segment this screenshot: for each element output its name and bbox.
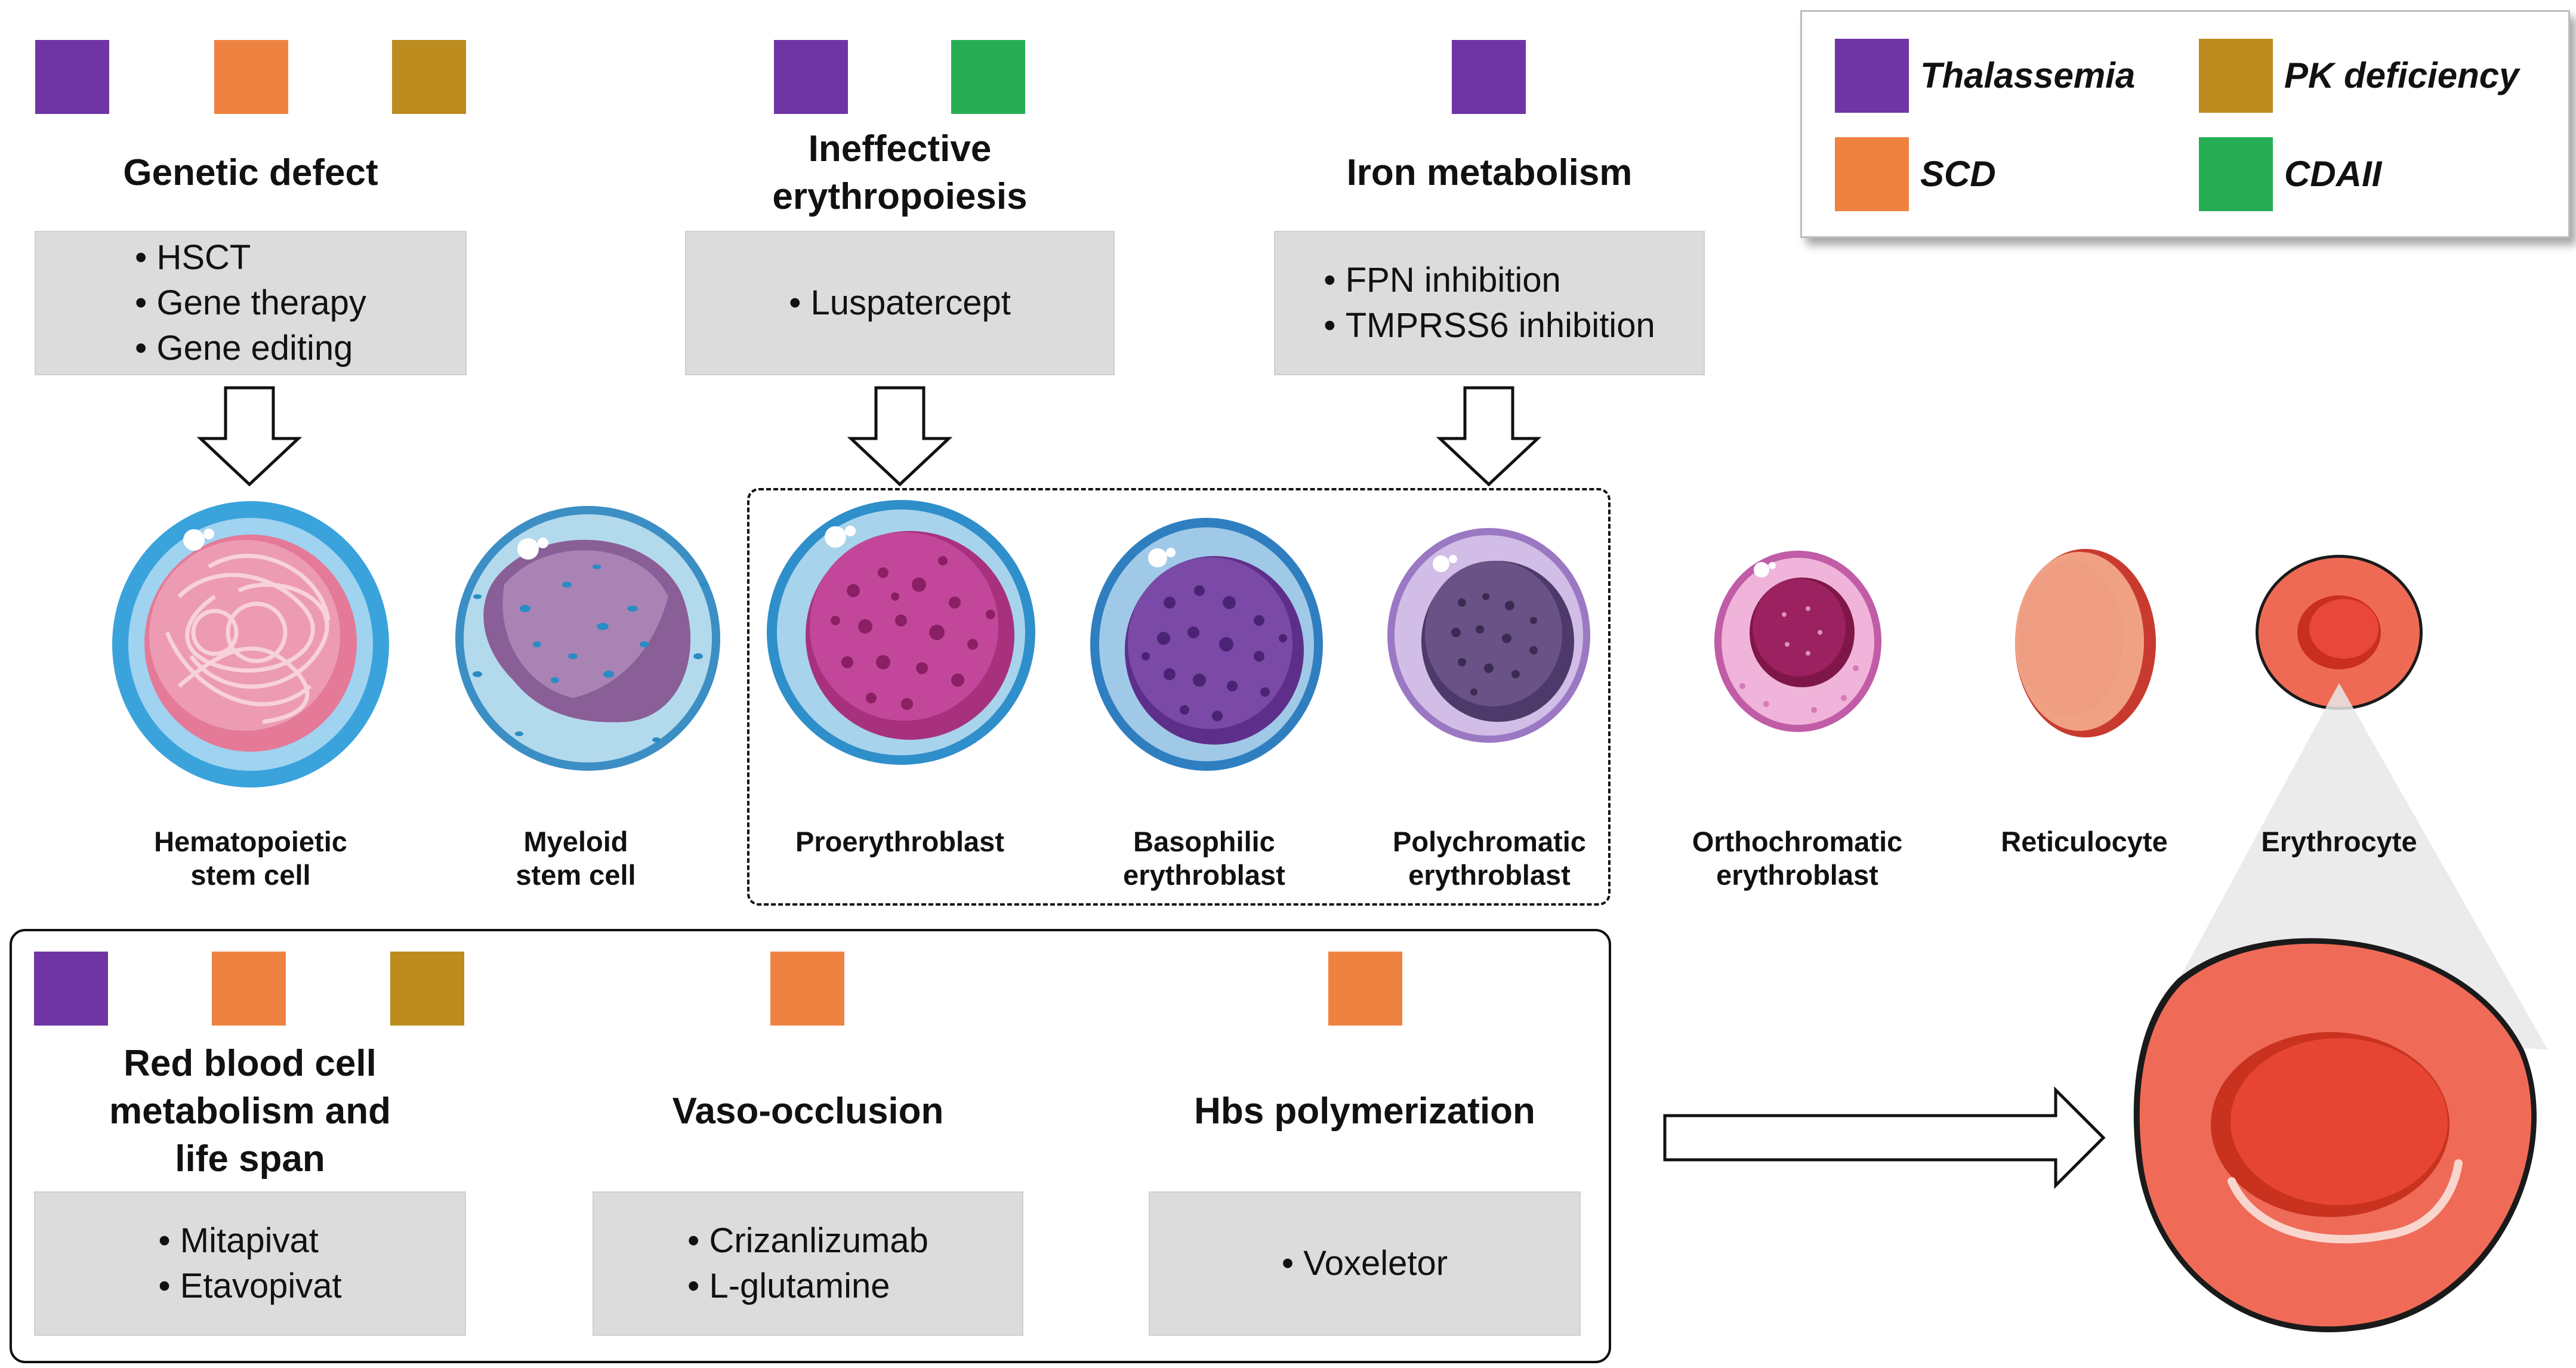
therapy-box-rbc-metabolism: Mitapivat Etavopivat [34,1191,466,1336]
label-line: erythroblast [1408,859,1571,891]
disease-swatch-scd [214,40,288,114]
legend-label-pk-deficiency: PK deficiency [2284,55,2519,95]
label-line: Proerythroblast [795,826,1004,857]
disease-swatch-scd [1328,952,1402,1026]
therapy-box-genetic-defect: HSCT Gene therapy Gene editing [35,231,467,375]
therapy-box-vaso-occlusion: Crizanlizumab L-glutamine [593,1191,1023,1336]
disease-swatch-pk-deficiency [390,952,464,1026]
down-arrow-iron-metabolism [1436,386,1542,487]
cell-label-orthochromatic-erythroblast: Orthochromatic erythroblast [1642,825,1952,892]
cell-label-erythrocyte: Erythrocyte [2184,825,2494,859]
disease-swatch-thalassemia [35,40,109,114]
title-line: metabolism and [109,1091,391,1132]
label-line: Polychromatic [1393,826,1586,857]
label-line: Reticulocyte [2001,826,2168,857]
myeloid-stem-cell-icon [455,506,720,771]
therapy-item: L-glutamine [687,1264,928,1309]
target-title-hbs-polymerization: Hbs polymerization [1194,1091,1535,1132]
therapy-box-hbs-polymerization: Voxeletor [1149,1191,1581,1336]
label-line: stem cell [190,859,311,891]
reticulocyte-icon [2015,549,2156,737]
down-arrow-genetic-defect [196,386,303,487]
erythrocyte-enlarged-icon [2133,938,2537,1333]
cell-label-reticulocyte: Reticulocyte [1929,825,2239,859]
label-line: Orthochromatic [1692,826,1903,857]
cell-label-polychromatic-erythroblast: Polychromatic erythroblast [1334,825,1645,892]
therapy-box-iron-metabolism: FPN inhibition TMPRSS6 inhibition [1274,231,1705,375]
legend-swatch-thalassemia [1835,39,1909,113]
therapy-item: FPN inhibition [1324,258,1655,303]
legend-swatch-scd [1835,137,1909,211]
therapy-item: Gene therapy [135,280,366,326]
cell-label-hematopoietic-stem-cell: Hematopoietic stem cell [95,825,406,892]
disease-swatch-thalassemia [1452,40,1526,114]
polychromatic-erythroblast-icon [1387,528,1590,743]
target-title-vaso-occlusion: Vaso-occlusion [672,1091,944,1132]
therapy-item: Gene editing [135,326,366,371]
target-title-ineffective-erythropoiesis: Ineffective erythropoiesis [685,125,1115,221]
therapy-item: HSCT [135,235,366,280]
cell-label-basophilic-erythroblast: Basophilic erythroblast [1049,825,1359,892]
orthochromatic-erythroblast-icon [1714,551,1881,732]
label-line: stem cell [516,859,636,891]
cell-label-proerythroblast: Proerythroblast [745,825,1055,859]
title-line: Ineffective [808,128,992,169]
title-line: erythropoiesis [772,176,1028,217]
disease-swatch-thalassemia [774,40,848,114]
disease-swatch-thalassemia [34,952,108,1026]
legend-label-scd: SCD [1920,154,1996,194]
hematopoietic-stem-cell-icon [112,501,389,788]
therapy-item: TMPRSS6 inhibition [1324,303,1655,348]
title-line: Red blood cell [124,1043,377,1084]
disease-swatch-pk-deficiency [392,40,466,114]
legend-label-thalassemia: Thalassemia [1920,55,2136,95]
basophilic-erythroblast-icon [1090,518,1323,771]
proerythroblast-icon [767,500,1035,765]
therapy-item: Crizanlizumab [687,1218,928,1264]
erythroblast-group-frame [747,488,1611,906]
therapy-box-ineffective-erythropoiesis: Luspatercept [685,231,1115,375]
disease-legend: Thalassemia PK deficiency SCD CDAII [1800,10,2570,238]
disease-swatch-scd [770,952,844,1026]
label-line: Erythrocyte [2261,826,2417,857]
label-line: erythroblast [1123,859,1285,891]
title-line: life span [175,1138,325,1179]
label-line: Basophilic [1133,826,1275,857]
therapy-item: Etavopivat [158,1264,342,1309]
therapy-item: Voxeletor [1282,1241,1448,1286]
label-line: Myeloid [523,826,628,857]
disease-swatch-scd [212,952,286,1026]
target-title-genetic-defect: Genetic defect [123,152,378,193]
label-line: Hematopoietic [154,826,347,857]
target-title-iron-metabolism: Iron metabolism [1346,152,1633,193]
therapy-item: Luspatercept [789,280,1011,326]
right-arrow [1663,1086,2106,1190]
down-arrow-ineffective-erythropoiesis [847,386,953,487]
cell-label-myeloid-stem-cell: Myeloid stem cell [421,825,731,892]
rbc-targets-panel [10,929,1611,1363]
erythrocyte-icon [2256,555,2423,710]
target-title-rbc-metabolism: Red blood cell metabolism and life span [34,1040,466,1183]
label-line: erythroblast [1716,859,1878,891]
therapy-item: Mitapivat [158,1218,341,1264]
disease-swatch-cdaii [951,40,1025,114]
legend-swatch-pk-deficiency [2199,39,2273,113]
legend-swatch-cdaii [2199,137,2273,211]
legend-label-cdaii: CDAII [2284,154,2382,194]
